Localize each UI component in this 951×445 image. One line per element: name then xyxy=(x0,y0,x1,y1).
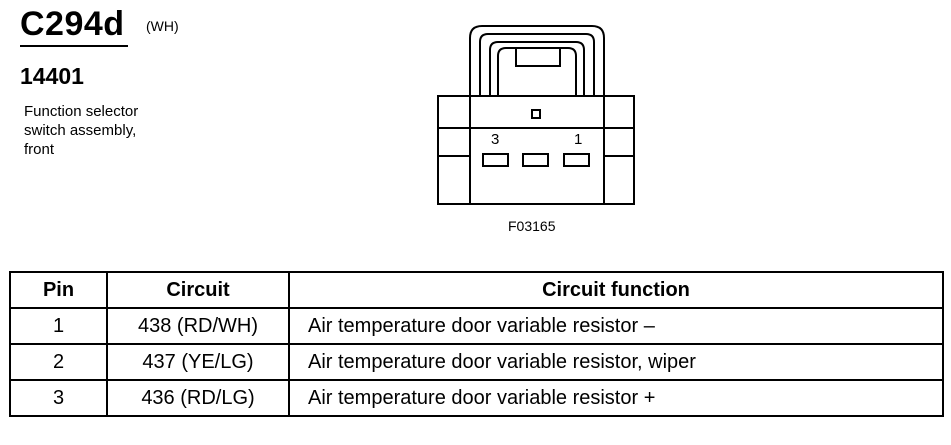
description-line: Function selector xyxy=(24,103,139,120)
column-header-pin: Pin xyxy=(9,271,108,309)
column-header-circuit: Circuit xyxy=(106,271,290,309)
connector-color: (WH) xyxy=(146,18,179,34)
description-line: switch assembly, xyxy=(24,122,137,139)
function-cell: Air temperature door variable resistor – xyxy=(288,307,944,345)
circuit-cell: 436 (RD/LG) xyxy=(106,379,290,417)
component-description: Function selector switch assembly, front xyxy=(24,102,214,159)
circuit-cell: 438 (RD/WH) xyxy=(106,307,290,345)
figure-id: F03165 xyxy=(508,218,556,234)
table-header-row: Pin Circuit Circuit function xyxy=(9,271,944,309)
table-row: 2 437 (YE/LG) Air temperature door varia… xyxy=(9,343,944,381)
pin-table: Pin Circuit Circuit function 1 438 (RD/W… xyxy=(9,271,944,417)
function-cell: Air temperature door variable resistor + xyxy=(288,379,944,417)
latch-outer xyxy=(469,25,605,96)
pin-cell: 2 xyxy=(9,343,108,381)
column-header-circuit-function: Circuit function xyxy=(288,271,944,309)
function-cell: Air temperature door variable resistor, … xyxy=(288,343,944,381)
circuit-cell: 437 (YE/LG) xyxy=(106,343,290,381)
pin-label-3: 3 xyxy=(491,131,499,148)
description-line: front xyxy=(24,141,55,158)
part-number: 14401 xyxy=(20,63,84,89)
pin-cell: 3 xyxy=(9,379,108,417)
pin-cell: 1 xyxy=(9,307,108,345)
table-row: 1 438 (RD/WH) Air temperature door varia… xyxy=(9,307,944,345)
table-row: 3 436 (RD/LG) Air temperature door varia… xyxy=(9,379,944,417)
title-underline xyxy=(20,45,128,47)
connector-body xyxy=(437,95,635,205)
latch-inner-1 xyxy=(479,33,595,96)
pin-label-1: 1 xyxy=(574,131,582,148)
latch-inner-2 xyxy=(489,41,585,96)
connector-id: C294d xyxy=(20,5,125,43)
latch-tab xyxy=(515,47,561,67)
keying-mark xyxy=(531,109,541,119)
latch-inner-3 xyxy=(497,47,577,96)
connector-face-diagram: 3 1 xyxy=(437,25,635,205)
